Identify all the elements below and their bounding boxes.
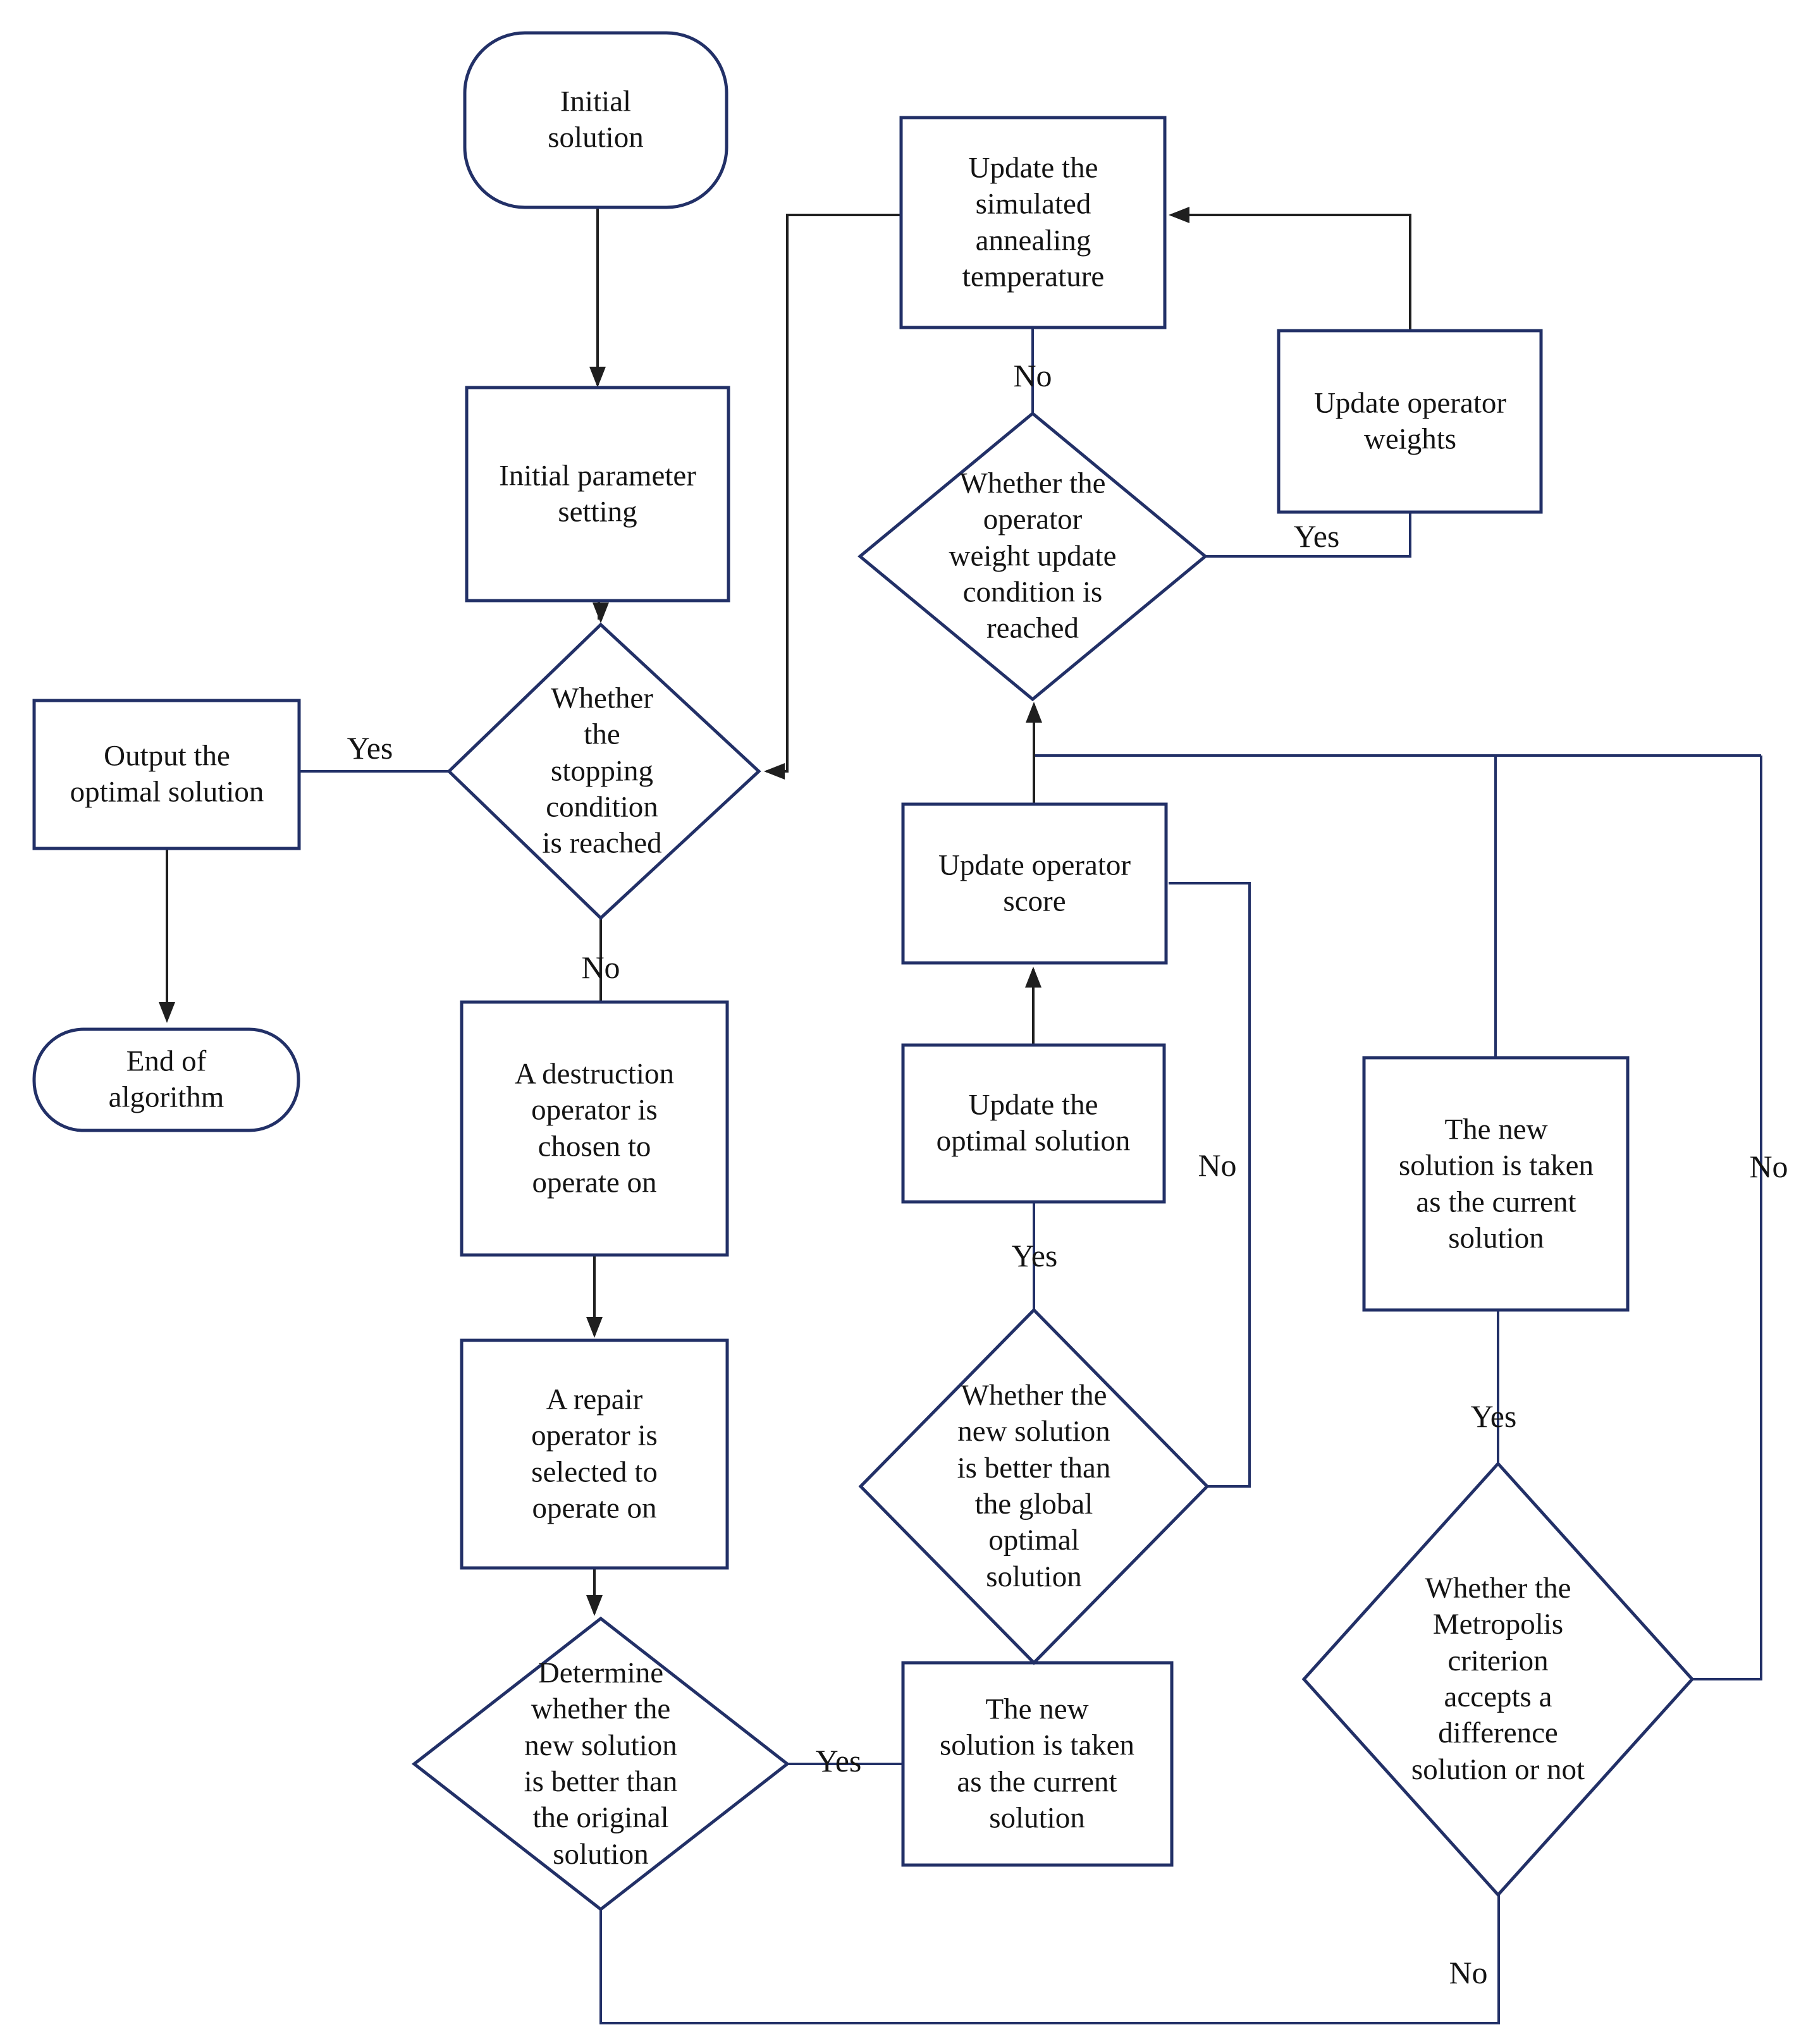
edge-label-yes-better-original: Yes xyxy=(815,1743,862,1778)
better-than-original-label: Determine whether the new solution is be… xyxy=(524,1656,678,1871)
output-optimal-solution-shape xyxy=(32,699,301,850)
edge-label-yes-weight-update: Yes xyxy=(1293,518,1340,554)
edge-label-no-stopping: No xyxy=(581,950,620,985)
update-operator-score-label: Update operator score xyxy=(938,848,1131,918)
arrowhead-into-repair xyxy=(586,1317,603,1338)
update-optimal-solution-shape xyxy=(901,1043,1166,1204)
arrowheads xyxy=(159,207,1189,1616)
better-than-global-diamond xyxy=(858,1307,1210,1665)
better-than-global-label: Whether the new solution is better than … xyxy=(957,1379,1111,1593)
weight-update-condition-diamond xyxy=(857,411,1208,702)
arrowhead-into-stopping-right xyxy=(764,763,785,780)
update-sa-temperature-shape xyxy=(899,116,1167,329)
repair-operator-label: A repair operator is selected to operate… xyxy=(531,1383,658,1525)
edge-weight-yes xyxy=(1205,512,1411,558)
initial-solution-label: Initial solution xyxy=(548,85,644,154)
metropolis-criterion-label: Whether the Metropolis criterion accepts… xyxy=(1411,1572,1585,1786)
edge-original-no-bottom xyxy=(599,1895,1500,2024)
arrowhead-into-weight-diamond xyxy=(1026,702,1042,723)
edge-label-no-better-global: No xyxy=(1198,1147,1237,1183)
initial-solution-shape xyxy=(463,31,728,209)
weight-update-condition-label: Whether the operator weight update condi… xyxy=(949,467,1117,645)
output-optimal-solution-label: Output the optimal solution xyxy=(70,739,264,809)
edge-metropolis-no xyxy=(1692,756,1762,1680)
metropolis-criterion-diamond xyxy=(1301,1461,1695,1897)
edge-label-yes-metropolis: Yes xyxy=(1470,1398,1517,1434)
edge-temp-to-stopping xyxy=(766,214,901,773)
edge-label-yes-stopping: Yes xyxy=(347,730,393,766)
edge-global-no xyxy=(1169,882,1251,1488)
end-of-algorithm-shape xyxy=(32,1027,300,1132)
update-operator-weights-shape xyxy=(1277,329,1543,514)
new-solution-current-bottom-label: The new solution is taken as the current… xyxy=(939,1692,1135,1835)
edge-label-no-bottom: No xyxy=(1449,1955,1488,1990)
arrowhead-into-score xyxy=(1025,967,1041,988)
new-solution-current-right-label: The new solution is taken as the current… xyxy=(1398,1113,1594,1255)
update-operator-score-shape xyxy=(901,802,1168,965)
arrowhead-into-param xyxy=(589,367,606,388)
arrowhead-into-stopping xyxy=(593,603,609,623)
arrowhead-into-original-diamond xyxy=(586,1595,603,1616)
edge-label-yes-better-global: Yes xyxy=(1011,1238,1058,1273)
update-sa-temperature-label: Update the simulated annealing temperatu… xyxy=(962,151,1105,293)
destruction-operator-label: A destruction operator is chosen to oper… xyxy=(515,1057,674,1199)
new-solution-current-bottom-shape xyxy=(901,1661,1174,1867)
end-of-algorithm-label: End of algorithm xyxy=(108,1044,224,1114)
destruction-operator-shape xyxy=(460,1000,729,1257)
update-optimal-solution-label: Update the optimal solution xyxy=(936,1088,1131,1158)
stopping-condition-diamond xyxy=(446,622,761,921)
new-solution-current-right-shape xyxy=(1362,1056,1630,1312)
repair-operator-shape xyxy=(460,1338,729,1570)
connector-arrow-lines xyxy=(166,207,1411,1613)
edge-label-no-after-temperature: No xyxy=(1013,358,1052,393)
stopping-condition-label: Whether the stopping condition is reache… xyxy=(542,682,662,860)
initial-parameter-setting-shape xyxy=(465,386,730,603)
initial-parameter-setting-label: Initial parameter setting xyxy=(499,459,696,529)
edge-label-no-metropolis: No xyxy=(1749,1149,1788,1184)
update-operator-weights-label: Update operator weights xyxy=(1313,386,1507,456)
connector-lines xyxy=(299,327,1762,2024)
edge-weights-to-temp xyxy=(1171,214,1411,331)
arrowhead-into-temp xyxy=(1169,207,1189,223)
arrowhead-into-end xyxy=(159,1002,175,1023)
better-than-original-diamond xyxy=(411,1616,790,1912)
